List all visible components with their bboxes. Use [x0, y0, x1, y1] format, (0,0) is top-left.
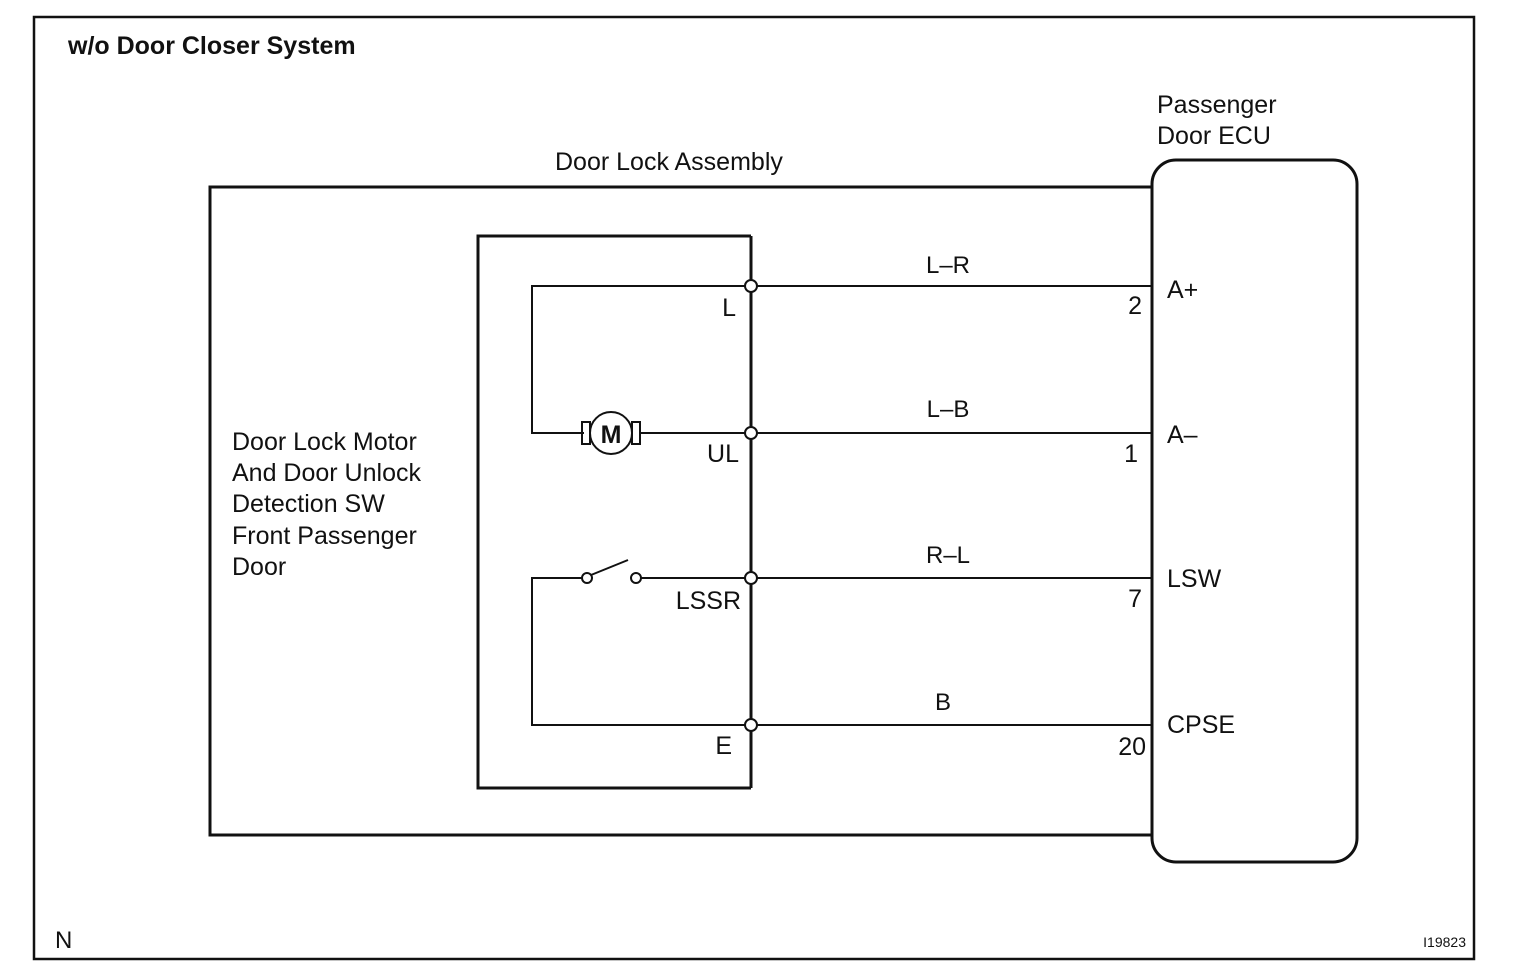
ecu-pin-number: 2 [1128, 292, 1142, 320]
motor-symbol: M [601, 421, 622, 449]
component-label-line-1: Door Lock Motor [232, 428, 417, 456]
figure-id: I19823 [1423, 934, 1466, 950]
ecu-label-line-1: Passenger [1157, 91, 1277, 119]
terminal-label: LSSR [676, 587, 741, 615]
terminal-node-e [744, 718, 758, 732]
motor-circuit-wire [531, 285, 751, 434]
terminal-node-ul [744, 426, 758, 440]
ecu-terminal-label: CPSE [1167, 711, 1235, 739]
component-box [476, 234, 751, 790]
wire-color-label: R–L [926, 542, 970, 569]
terminal-node-lssr [744, 571, 758, 585]
wire-color-label: L–R [926, 252, 970, 279]
door-lock-assembly-box [208, 185, 1152, 837]
ecu-pin-number: 20 [1118, 733, 1146, 761]
component-label-line-2: And Door Unlock [232, 459, 421, 487]
component-label-line-5: Door [232, 553, 286, 581]
wire-color-label: B [935, 689, 951, 716]
component-label-line-4: Front Passenger [232, 522, 417, 550]
ecu-pin-number: 7 [1128, 585, 1142, 613]
terminal-node-l [744, 279, 758, 293]
terminal-label: UL [707, 440, 739, 468]
diagram-title: w/o Door Closer System [67, 32, 356, 60]
ecu-terminal-label: A– [1167, 421, 1198, 449]
outer-frame [32, 15, 1476, 961]
switch-icon [581, 559, 642, 584]
corner-mark-left: N [55, 927, 72, 954]
ecu-terminal-label: LSW [1167, 565, 1222, 593]
ecu-terminal-label: A+ [1167, 276, 1198, 304]
wire-color-label: L–B [927, 396, 970, 423]
terminal-label: L [722, 294, 736, 322]
ecu-pin-number: 1 [1124, 440, 1138, 468]
passenger-door-ecu-box [1150, 158, 1359, 864]
switch-to-ground-wire [531, 577, 751, 726]
motor-icon: M [581, 411, 641, 455]
ecu-label-line-2: Door ECU [1157, 122, 1271, 150]
door-lock-assembly-label: Door Lock Assembly [555, 148, 783, 176]
terminal-label: E [715, 732, 732, 760]
component-label-line-3: Detection SW [232, 490, 385, 518]
